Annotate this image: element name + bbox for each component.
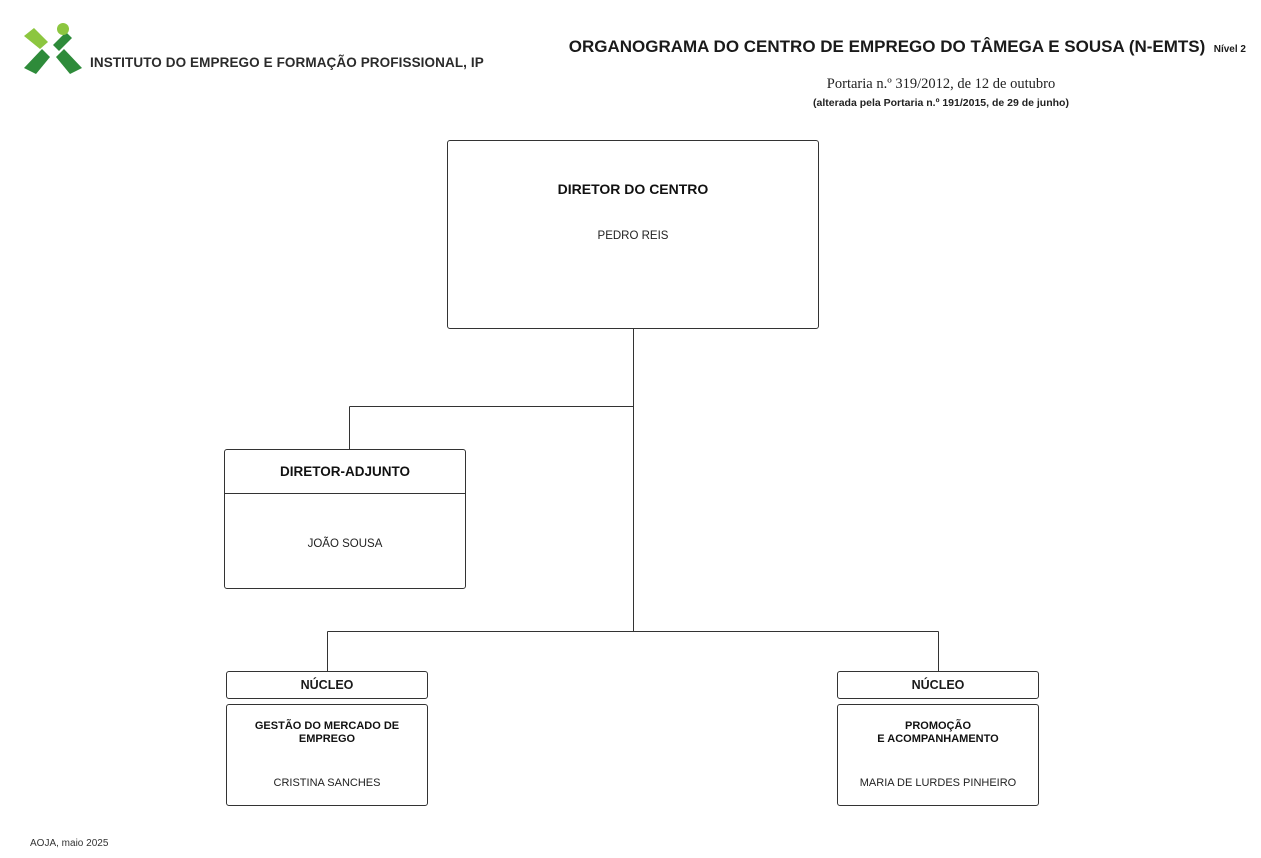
iefp-x-logo-icon bbox=[24, 23, 82, 74]
subtitle-note: (alterada pela Portaria n.º 191/2015, de… bbox=[813, 97, 1069, 109]
deputy-title: DIRETOR-ADJUNTO bbox=[225, 450, 465, 494]
page-title: ORGANOGRAMA DO CENTRO DE EMPREGO DO TÂME… bbox=[568, 37, 1206, 56]
subtitle: Portaria n.º 319/2012, de 12 de outubro bbox=[826, 76, 1056, 92]
director-name: PEDRO REIS bbox=[597, 230, 669, 242]
unit-title-line: E ACOMPANHAMENTO bbox=[877, 733, 999, 745]
unit-label: NÚCLEO bbox=[226, 671, 428, 699]
level-label: Nível 2 bbox=[1213, 44, 1246, 55]
unit-title-line: PROMOÇÃO bbox=[905, 720, 971, 732]
footer-note: AOJA, maio 2025 bbox=[30, 838, 109, 849]
unit-label: NÚCLEO bbox=[837, 671, 1039, 699]
organization-name: INSTITUTO DO EMPREGO E FORMAÇÃO PROFISSI… bbox=[90, 55, 484, 70]
deputy-box: DIRETOR-ADJUNTO JOÃO SOUSA bbox=[224, 449, 466, 589]
deputy-name: JOÃO SOUSA bbox=[307, 538, 383, 550]
unit-title: GESTÃO DO MERCADO DE EMPREGO bbox=[227, 720, 427, 746]
unit-head-name: CRISTINA SANCHES bbox=[273, 777, 381, 789]
unit-head-name: MARIA DE LURDES PINHEIRO bbox=[859, 777, 1017, 789]
unit-title-line: GESTÃO DO MERCADO DE EMPREGO bbox=[254, 720, 400, 745]
unit-title: PROMOÇÃO E ACOMPANHAMENTO bbox=[838, 720, 1038, 746]
title-block: ORGANOGRAMA DO CENTRO DE EMPREGO DO TÂME… bbox=[569, 37, 1246, 57]
director-title: DIRETOR DO CENTRO bbox=[557, 181, 709, 197]
unit-box-promocao: PROMOÇÃO E ACOMPANHAMENTO MARIA DE LURDE… bbox=[837, 704, 1039, 806]
unit-box-gestao: GESTÃO DO MERCADO DE EMPREGO CRISTINA SA… bbox=[226, 704, 428, 806]
director-box: DIRETOR DO CENTRO PEDRO REIS bbox=[447, 140, 819, 329]
